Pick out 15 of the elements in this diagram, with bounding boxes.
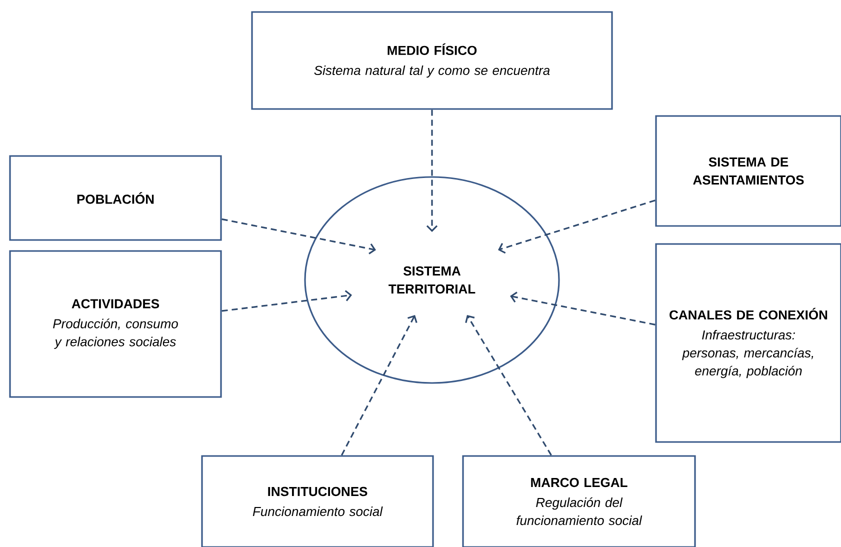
text-box: MARCO LEGAL Regulación del funcionamiento social	[462, 455, 696, 547]
dashed-arrow	[222, 218, 376, 254]
text-box: ACTIVIDADES Producción, consumo y relaciones sociales	[9, 250, 222, 398]
text-box: SISTEMA DE ASENTAMIENTOS	[655, 115, 841, 227]
dashed-arrow	[510, 292, 656, 326]
text-box: INSTITUCIONES Funcionamiento social	[201, 455, 434, 547]
text-box: CANALES DE CONEXIÓN Infraestructuras: personas, mercancías, energía, población	[655, 243, 841, 443]
dashed-arrow	[465, 315, 552, 456]
ellipse-node: SISTEMA TERRITORIAL	[304, 176, 560, 384]
dashed-arrow	[498, 200, 656, 254]
dashed-arrow	[426, 110, 438, 232]
dashed-arrow	[340, 315, 418, 456]
text-box: MEDIO FÍSICO Sistema natural tal y como se encuentra	[251, 11, 613, 110]
text-box: POBLACIÓN	[9, 155, 222, 241]
dashed-arrow	[222, 290, 352, 312]
